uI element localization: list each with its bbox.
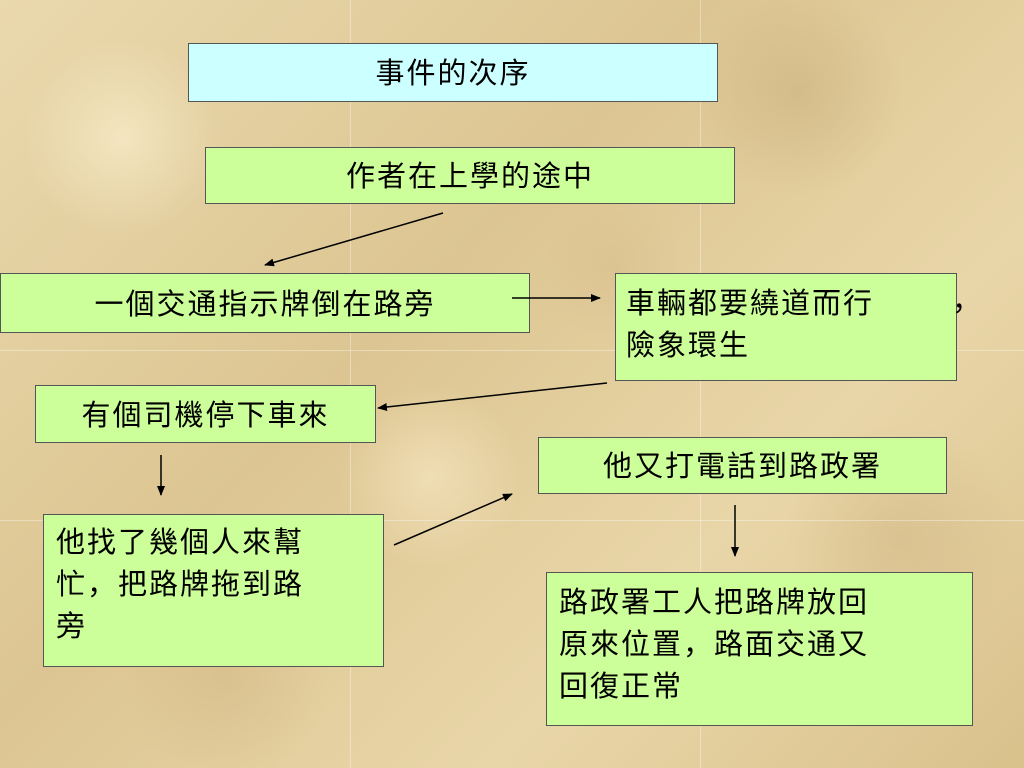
node-detour-comma: ，: [952, 283, 982, 317]
background-seam: [350, 0, 351, 768]
node-sign-fell: 一個交通指示牌倒在路旁: [0, 273, 530, 333]
node-workers-line2: 原來位置，路面交通又: [559, 627, 870, 661]
arrow-helpers-to-phone: [393, 493, 513, 546]
background-seam: [0, 520, 1024, 521]
node-helpers-line3: 旁: [56, 609, 88, 643]
node-detour-line1: 車輛都要繞道而行: [626, 286, 875, 320]
node-helpers-line1: 他找了幾個人來幫: [56, 525, 305, 559]
diagram-title: 事件的次序: [188, 43, 718, 102]
node-detour-line2: 險象環生: [626, 328, 751, 362]
background-seam: [700, 0, 701, 768]
node-workers-line1: 路政署工人把路牌放回: [559, 585, 870, 619]
node-workers-line3: 回復正常: [559, 669, 684, 703]
node-helpers-line2: 忙，把路牌拖到路: [56, 567, 305, 601]
background-seam: [0, 350, 1024, 351]
node-driver-stop: 有個司機停下車來: [35, 385, 376, 443]
node-workers: 路政署工人把路牌放回 原來位置，路面交通又 回復正常: [546, 572, 973, 726]
node-start: 作者在上學的途中: [205, 147, 735, 204]
arrow-detour-to-driver: [377, 382, 608, 411]
node-detour: 車輛都要繞道而行 險象環生: [615, 273, 957, 381]
arrow-start-to-sign: [264, 212, 444, 267]
node-helpers: 他找了幾個人來幫 忙，把路牌拖到路 旁: [43, 514, 384, 667]
node-phone: 他又打電話到路政署: [538, 437, 947, 494]
